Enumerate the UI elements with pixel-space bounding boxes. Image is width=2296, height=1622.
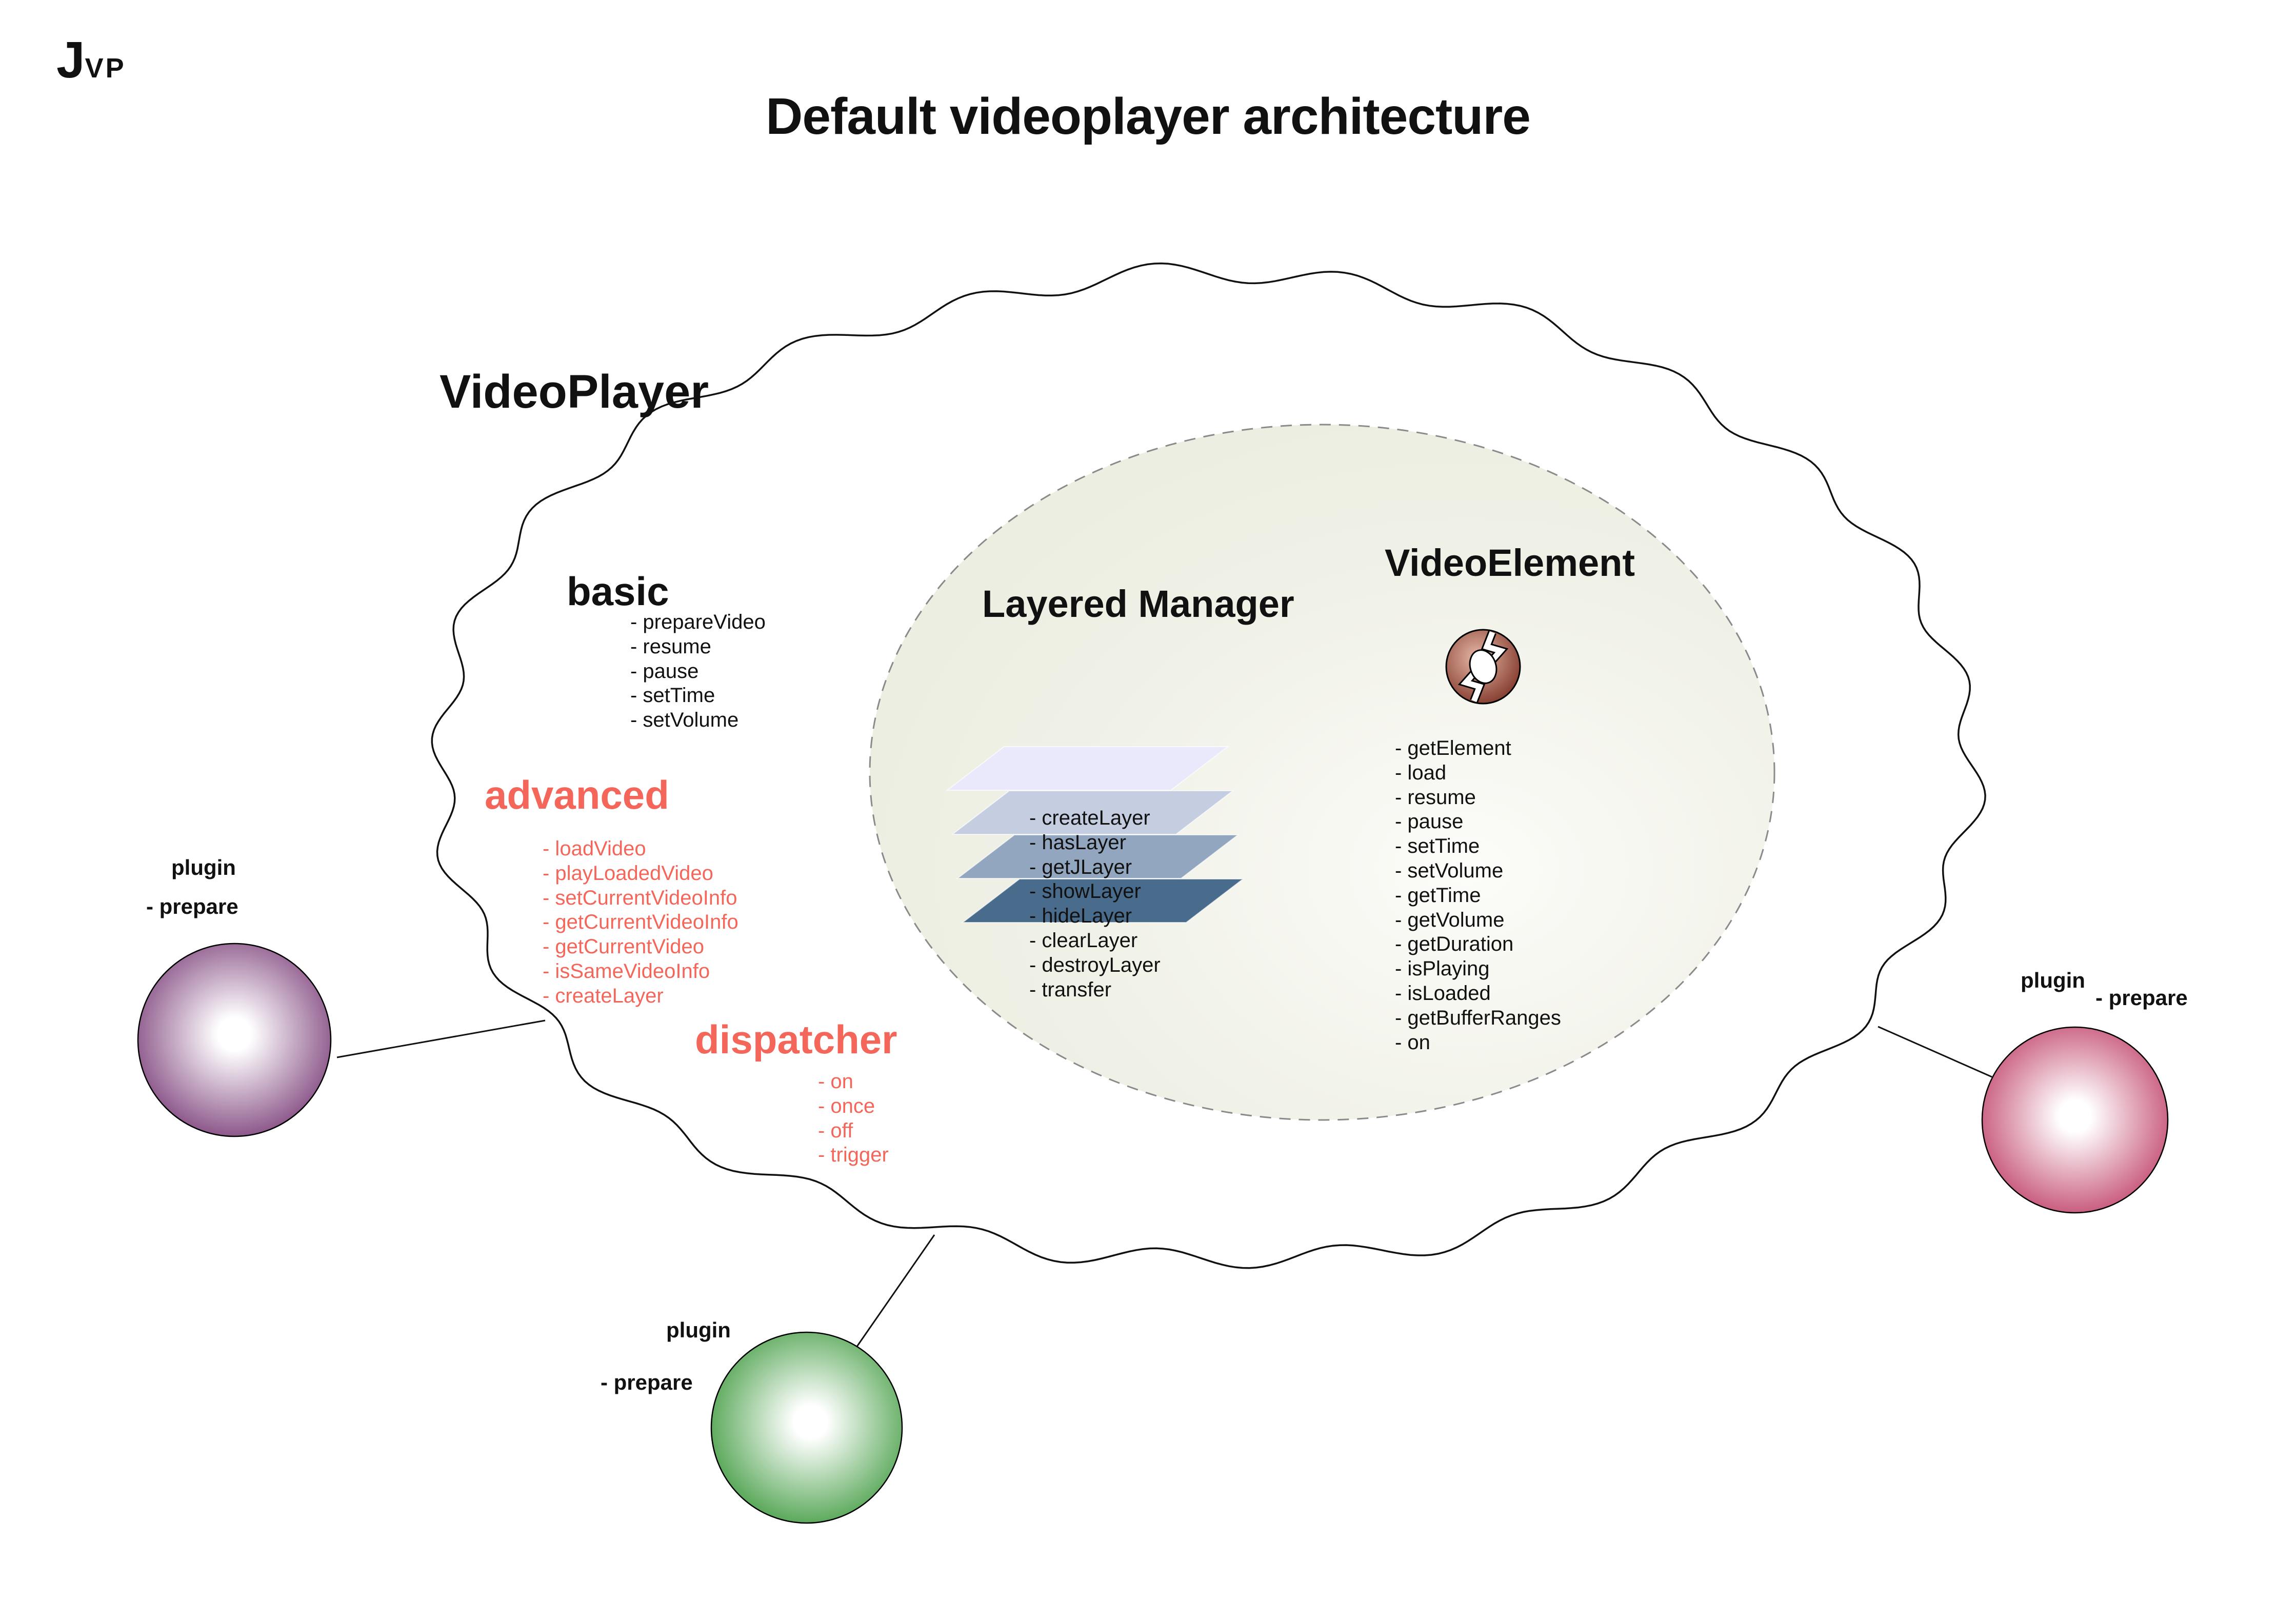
layered-manager-heading: Layered Manager — [982, 583, 1294, 625]
purple-plugin-label: plugin — [171, 855, 236, 879]
dispatcher-heading: dispatcher — [695, 1017, 897, 1062]
basic-heading: basic — [567, 569, 669, 614]
method-item: - hideLayer — [1029, 905, 1132, 928]
page-title: Default videoplayer architecture — [766, 88, 1531, 145]
video-element-method-list: - getElement- load- resume- pause- setTi… — [1395, 736, 1561, 1055]
method-item: - prepareVideo — [630, 611, 766, 633]
plugin-sphere-purple — [137, 943, 332, 1137]
method-item: - setCurrentVideoInfo — [543, 886, 737, 909]
basic-method-list: - prepareVideo- resume- pause- setTime- … — [630, 610, 766, 733]
plugin-sphere-green — [710, 1331, 903, 1524]
method-item: - getJLayer — [1029, 855, 1132, 878]
method-item: - resume — [630, 635, 711, 658]
method-item: - showLayer — [1029, 880, 1141, 903]
crimson-plugin-method: - prepare — [2095, 986, 2188, 1010]
connector-purple-plugin — [336, 1019, 546, 1058]
method-item: - transfer — [1029, 978, 1112, 1001]
method-item: - destroyLayer — [1029, 953, 1161, 976]
jvp-logo: JVP — [56, 31, 126, 90]
method-item: - setTime — [630, 684, 715, 707]
method-item: - setVolume — [630, 709, 739, 732]
method-item: - isSameVideoInfo — [543, 959, 710, 983]
method-item: - off — [818, 1119, 853, 1142]
method-item: - isPlaying — [1395, 957, 1490, 980]
connector-crimson-plugin — [1878, 1026, 1992, 1078]
plugin-sphere-crimson — [1981, 1026, 2169, 1214]
crimson-plugin-label: plugin — [2021, 968, 2085, 992]
method-item: - createLayer — [543, 984, 664, 1007]
method-item: - on — [1395, 1031, 1430, 1054]
logo-vp: VP — [85, 53, 126, 84]
method-item: - once — [818, 1094, 875, 1117]
method-item: - on — [818, 1070, 853, 1093]
method-item: - load — [1395, 761, 1447, 784]
advanced-method-list: - loadVideo- playLoadedVideo- setCurrent… — [543, 837, 738, 1009]
method-item: - getVolume — [1395, 908, 1505, 931]
layered-manager-method-list: - createLayer- hasLayer- getJLayer- show… — [1029, 806, 1161, 1002]
green-plugin-method: - prepare — [601, 1370, 693, 1394]
inner-module-ellipse — [869, 424, 1775, 1121]
green-plugin-label: plugin — [666, 1318, 731, 1342]
method-item: - hasLayer — [1029, 831, 1126, 854]
purple-plugin-method: - prepare — [146, 894, 238, 918]
method-item: - loadVideo — [543, 837, 646, 860]
method-item: - trigger — [818, 1144, 889, 1167]
method-item: - clearLayer — [1029, 929, 1138, 952]
connector-green-plugin — [854, 1234, 935, 1349]
advanced-heading: advanced — [485, 772, 669, 817]
method-item: - resume — [1395, 786, 1476, 809]
method-item: - playLoadedVideo — [543, 862, 713, 885]
method-item: - getElement — [1395, 737, 1511, 759]
method-item: - getCurrentVideoInfo — [543, 911, 738, 934]
layer-stack-icon — [946, 746, 1245, 923]
method-item: - setVolume — [1395, 859, 1504, 882]
videoplayer-label: VideoPlayer — [440, 366, 709, 418]
method-item: - pause — [630, 659, 699, 683]
video-element-icon — [1445, 629, 1521, 705]
method-item: - getCurrentVideo — [543, 935, 704, 958]
method-item: - getTime — [1395, 884, 1481, 907]
method-item: - pause — [1395, 810, 1464, 833]
dispatcher-method-list: - on- once- off- trigger — [818, 1070, 889, 1168]
logo-j: J — [56, 31, 85, 89]
method-item: - isLoaded — [1395, 982, 1491, 1005]
method-item: - setTime — [1395, 835, 1480, 858]
video-element-heading: VideoElement — [1385, 542, 1635, 584]
method-item: - getDuration — [1395, 933, 1514, 956]
method-item: - createLayer — [1029, 807, 1150, 829]
method-item: - getBufferRanges — [1395, 1006, 1561, 1029]
